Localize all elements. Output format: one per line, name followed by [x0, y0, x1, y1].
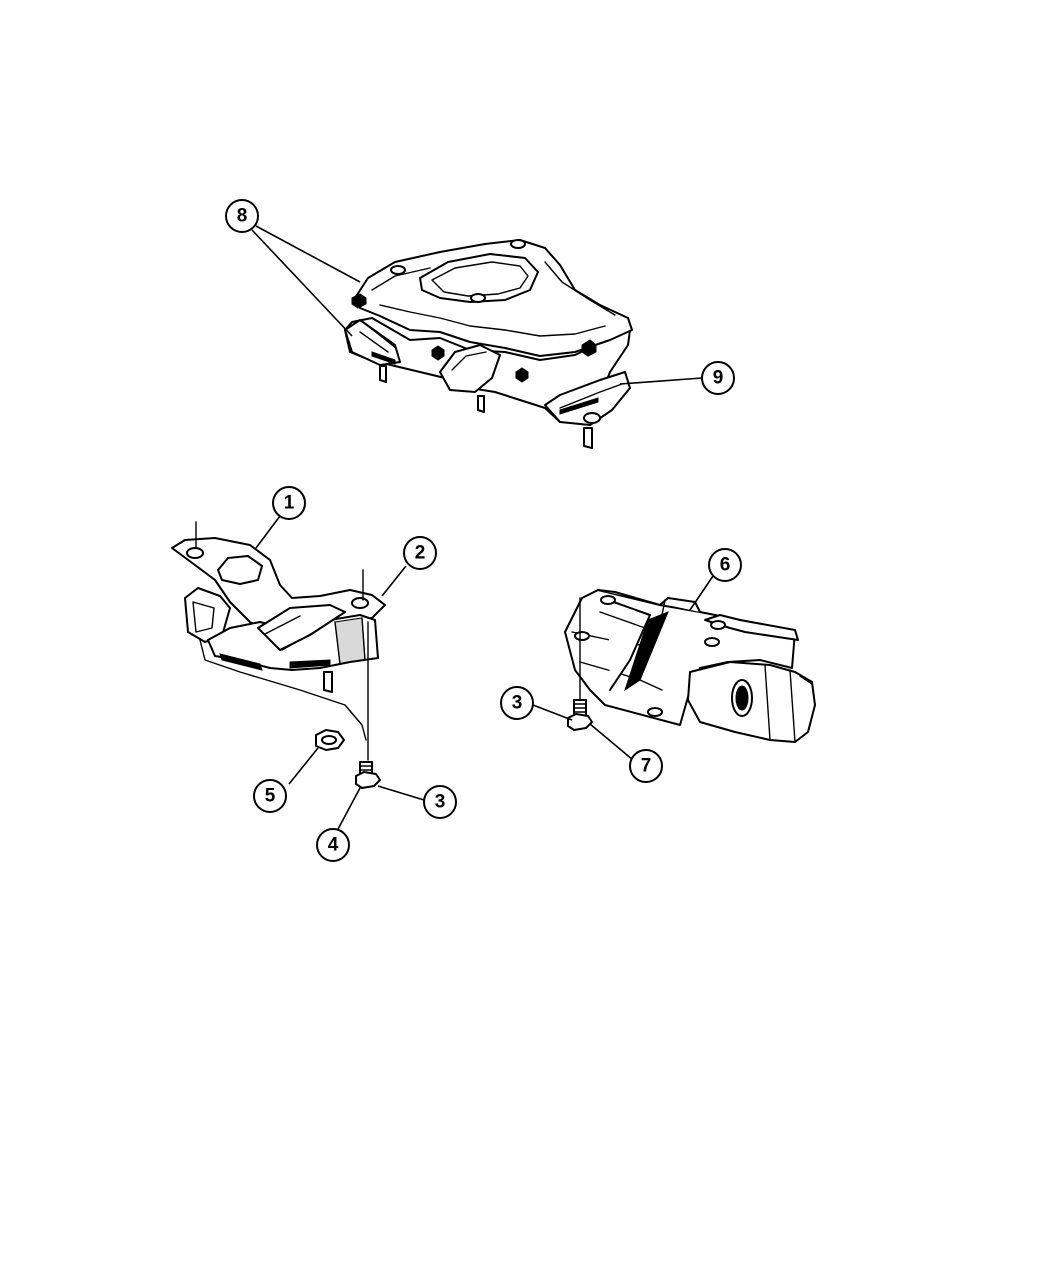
callout-9-label: 9 [713, 368, 724, 389]
callout-3-right-label: 3 [512, 693, 523, 714]
callout-2-label: 2 [415, 543, 426, 564]
mount-bracket-right [564, 589, 816, 743]
middle-rail [439, 344, 501, 393]
callout-5: 5 [253, 779, 287, 813]
callout-8-label: 8 [237, 206, 248, 227]
callout-9: 9 [701, 361, 735, 395]
crossmember-assembly [344, 239, 633, 449]
callout-7-label: 7 [641, 756, 652, 777]
leader-lines [251, 225, 714, 832]
transmission-mount-left [171, 521, 386, 761]
callout-7: 7 [629, 749, 663, 783]
dome-opening [419, 253, 539, 303]
callout-4: 4 [316, 828, 350, 862]
callout-5-label: 5 [265, 786, 276, 807]
left-rail [344, 319, 401, 366]
bolt-3-left [355, 761, 381, 789]
callout-1: 1 [272, 486, 306, 520]
nut-5 [315, 729, 345, 751]
bolt-3-right [567, 699, 593, 731]
callout-8: 8 [225, 199, 259, 233]
callout-2: 2 [403, 536, 437, 570]
callout-1-label: 1 [284, 493, 295, 514]
callout-6: 6 [708, 548, 742, 582]
callout-6-label: 6 [720, 555, 731, 576]
callout-3-left-label: 3 [435, 792, 446, 813]
callout-3-left: 3 [423, 785, 457, 819]
callout-3-right: 3 [500, 686, 534, 720]
callout-4-label: 4 [328, 835, 339, 856]
